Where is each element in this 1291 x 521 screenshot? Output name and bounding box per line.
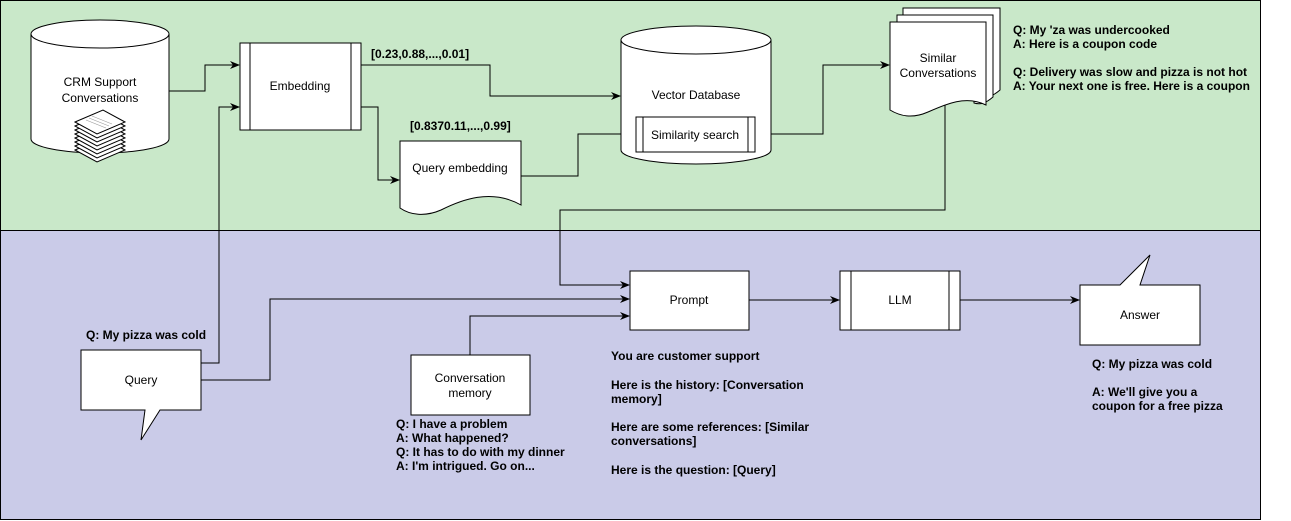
edge-crm-to-embedding [169,61,240,92]
similar-conversations-node: Similar Conversations [889,7,1001,117]
memory-text: Q: I have a problem A: What happened? Q:… [396,417,565,473]
similar-conversations-label-line2: Conversations [900,66,977,80]
similar-example-line: Q: My 'za was undercooked [1013,23,1170,37]
edge-memory-to-prompt [469,312,630,355]
answer-node: Answer [1079,254,1201,346]
similar-conversations-label-line1: Similar [920,51,957,65]
embedding-node: Embedding [239,42,362,131]
edge-query-embedding-to-similarity [521,133,635,177]
prompt-template-line: Here is the question: [Query] [611,463,776,477]
llm-label: LLM [888,293,911,307]
crm-support-conversations-node: CRM Support Conversations [30,19,170,163]
memory-line: Q: It has to do with my dinner [396,445,565,459]
user-query-label: Q: My pizza was cold [86,328,206,342]
similar-example-line: A: Your next one is free. Here is a coup… [1013,79,1250,93]
edge-similarity-to-similar-conversations [756,61,890,135]
document-stack-icon [73,109,127,163]
prompt-template-text: You are customer support Here is the his… [611,349,809,477]
answer-line: Q: My pizza was cold [1092,357,1212,371]
embedding-label: Embedding [270,79,331,93]
query-node: Query [80,349,202,441]
query-vector-label: [0.8370.11,...,0.99] [410,119,511,133]
memory-line: A: What happened? [396,431,509,445]
memory-line: A: I'm intrigued. Go on... [396,459,535,473]
prompt-template-line: You are customer support [611,349,759,363]
answer-text: Q: My pizza was cold A: We'll give you a… [1092,357,1223,413]
answer-label: Answer [1120,308,1160,322]
edge-embedding-to-vector-db [361,64,621,100]
memory-line: Q: I have a problem [396,417,507,431]
similarity-search-node: Similarity search [635,116,756,153]
query-embedding-node: Query embedding [399,140,522,215]
similar-example-line: A: Here is a coupon code [1013,37,1157,51]
answer-line: coupon for a free pizza [1092,399,1223,413]
similar-examples-text: Q: My 'za was undercooked A: Here is a c… [1013,23,1250,93]
prompt-template-line: conversations] [611,434,696,448]
edge-query-to-prompt [201,295,630,381]
answer-line: A: We'll give you a [1092,385,1198,399]
conversation-memory-label-line1: Conversation [435,371,506,385]
embedding-vector-label: [0.23,0.88,...,0.01] [371,47,469,61]
crm-label-line2: Conversations [62,91,139,105]
similar-example-line: Q: Delivery was slow and pizza is not ho… [1013,65,1247,79]
query-label: Query [125,373,158,387]
conversation-memory-label-line2: memory [448,386,491,400]
conversation-memory-node: Conversation memory [410,354,531,416]
query-embedding-label: Query embedding [412,161,507,175]
crm-label-line1: CRM Support [64,75,137,89]
prompt-template-line: memory] [611,392,662,406]
similarity-search-label: Similarity search [651,128,739,142]
prompt-template-line: Here are some references: [Similar [611,420,809,434]
prompt-template-line: Here is the history: [Conversation [611,378,804,392]
llm-node: LLM [839,270,961,331]
vector-database-label: Vector Database [652,88,741,102]
edge-query-to-embedding [201,103,240,364]
prompt-label: Prompt [670,293,709,307]
prompt-node: Prompt [629,270,750,331]
edge-similar-conversations-to-prompt [559,104,946,289]
edge-embedding-to-query-embedding [361,106,400,184]
